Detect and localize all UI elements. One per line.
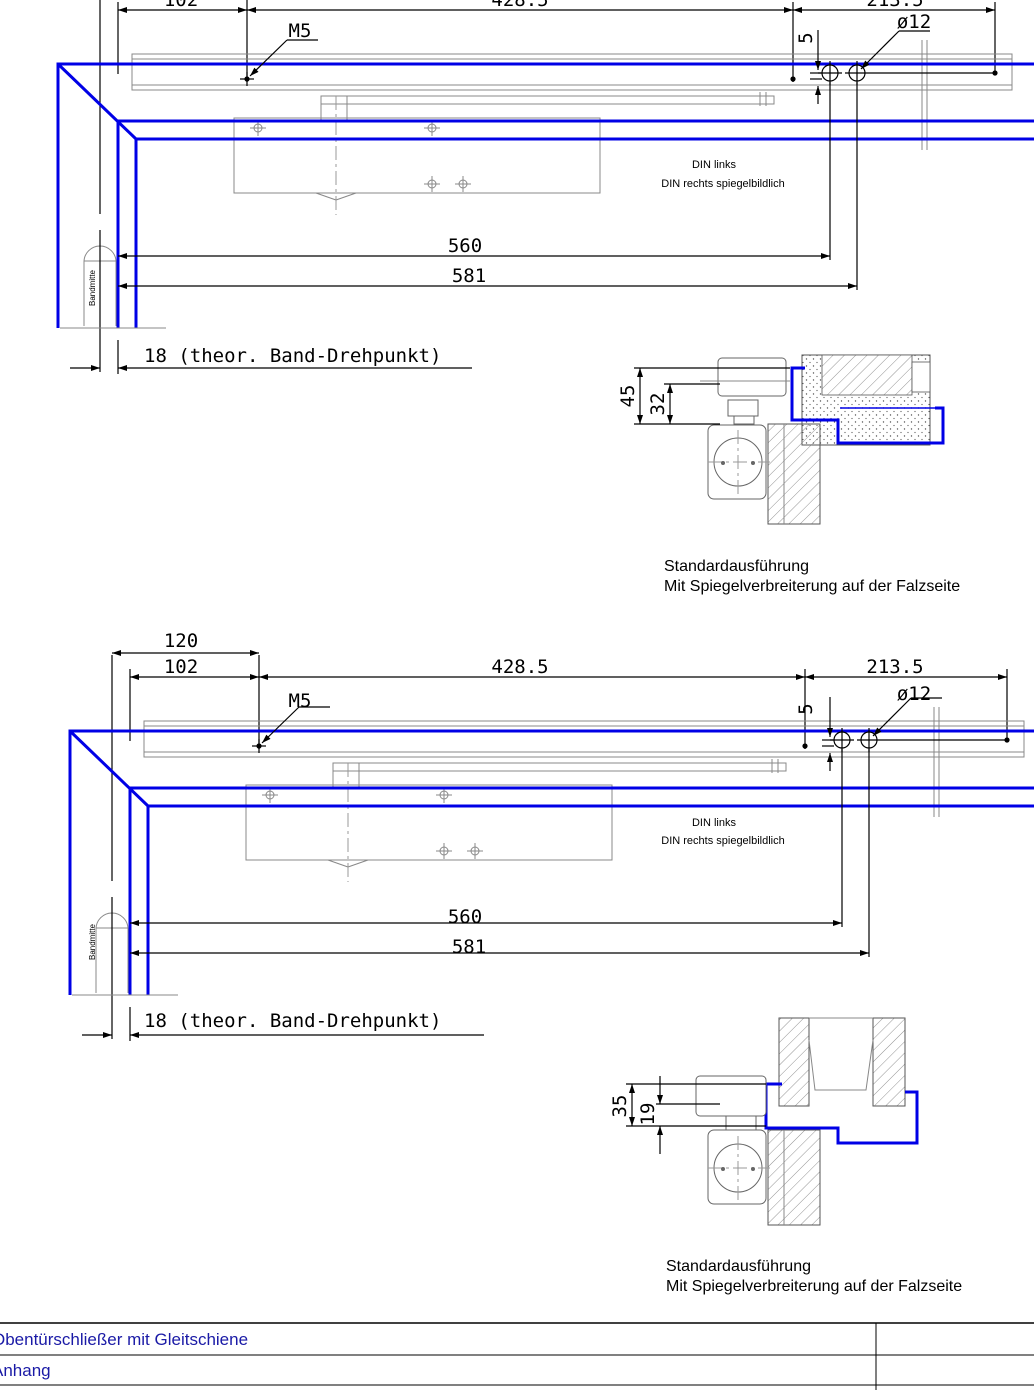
note-din-links: DIN links	[692, 817, 737, 829]
dim-213-5: 213.5	[866, 0, 923, 11]
main-view-2	[70, 653, 1034, 1041]
caption-2-line1: Standardausführung	[666, 1258, 811, 1275]
label-m5: M5	[289, 690, 312, 712]
label-m5: M5	[289, 20, 312, 42]
dim-581: 581	[452, 936, 486, 958]
dim-18-pivot: 18 (theor. Band-Drehpunkt)	[144, 1010, 441, 1032]
section-detail-2: 35 19	[609, 1017, 919, 1226]
dim-213-5: 213.5	[866, 656, 923, 678]
title-block: Obentürschließer mit Gleitschiene Anhang	[0, 1322, 1034, 1390]
note-din-rechts: DIN rechts spiegelbildlich	[661, 835, 785, 847]
dim-5: 5	[795, 703, 817, 714]
label-bandmitte: Bandmitte	[88, 269, 97, 306]
dim-102: 102	[164, 656, 198, 678]
section-2-dim-35: 35	[609, 1095, 631, 1118]
dim-120: 120	[164, 630, 198, 652]
label-diameter-12: ø12	[897, 11, 931, 33]
label-bandmitte: Bandmitte	[88, 923, 97, 960]
dim-428-5: 428.5	[491, 0, 548, 11]
caption-2-line2: Mit Spiegelverbreiterung auf der Falzsei…	[666, 1278, 962, 1295]
dim-560: 560	[448, 906, 482, 928]
dim-102: 102	[164, 0, 198, 11]
section-2-dim-19: 19	[637, 1103, 659, 1126]
dim-428-5: 428.5	[491, 656, 548, 678]
dim-560: 560	[448, 235, 482, 257]
section-1-dim-32: 32	[647, 393, 669, 416]
note-din-links: DIN links	[692, 159, 737, 171]
dim-18-pivot: 18 (theor. Band-Drehpunkt)	[144, 345, 441, 367]
title-row-product: Obentürschließer mit Gleitschiene	[0, 1330, 248, 1349]
caption-1-line2: Mit Spiegelverbreiterung auf der Falzsei…	[664, 578, 960, 595]
main-view-1: 120 102 428.5 213.5 M5 ø12 5 560 581 18 …	[58, 0, 1034, 374]
section-1-dim-45: 45	[617, 385, 639, 408]
section-detail-1: 45 32	[617, 354, 945, 525]
main-view-2-labels: 120 102 428.5 213.5 M5 ø12 5 560 581 18 …	[88, 630, 931, 1032]
caption-1-line1: Standardausführung	[664, 558, 809, 575]
dim-5: 5	[795, 32, 817, 43]
title-row-appendix: Anhang	[0, 1361, 51, 1380]
dim-581: 581	[452, 265, 486, 287]
note-din-rechts: DIN rechts spiegelbildlich	[661, 178, 785, 190]
label-diameter-12: ø12	[897, 683, 931, 705]
